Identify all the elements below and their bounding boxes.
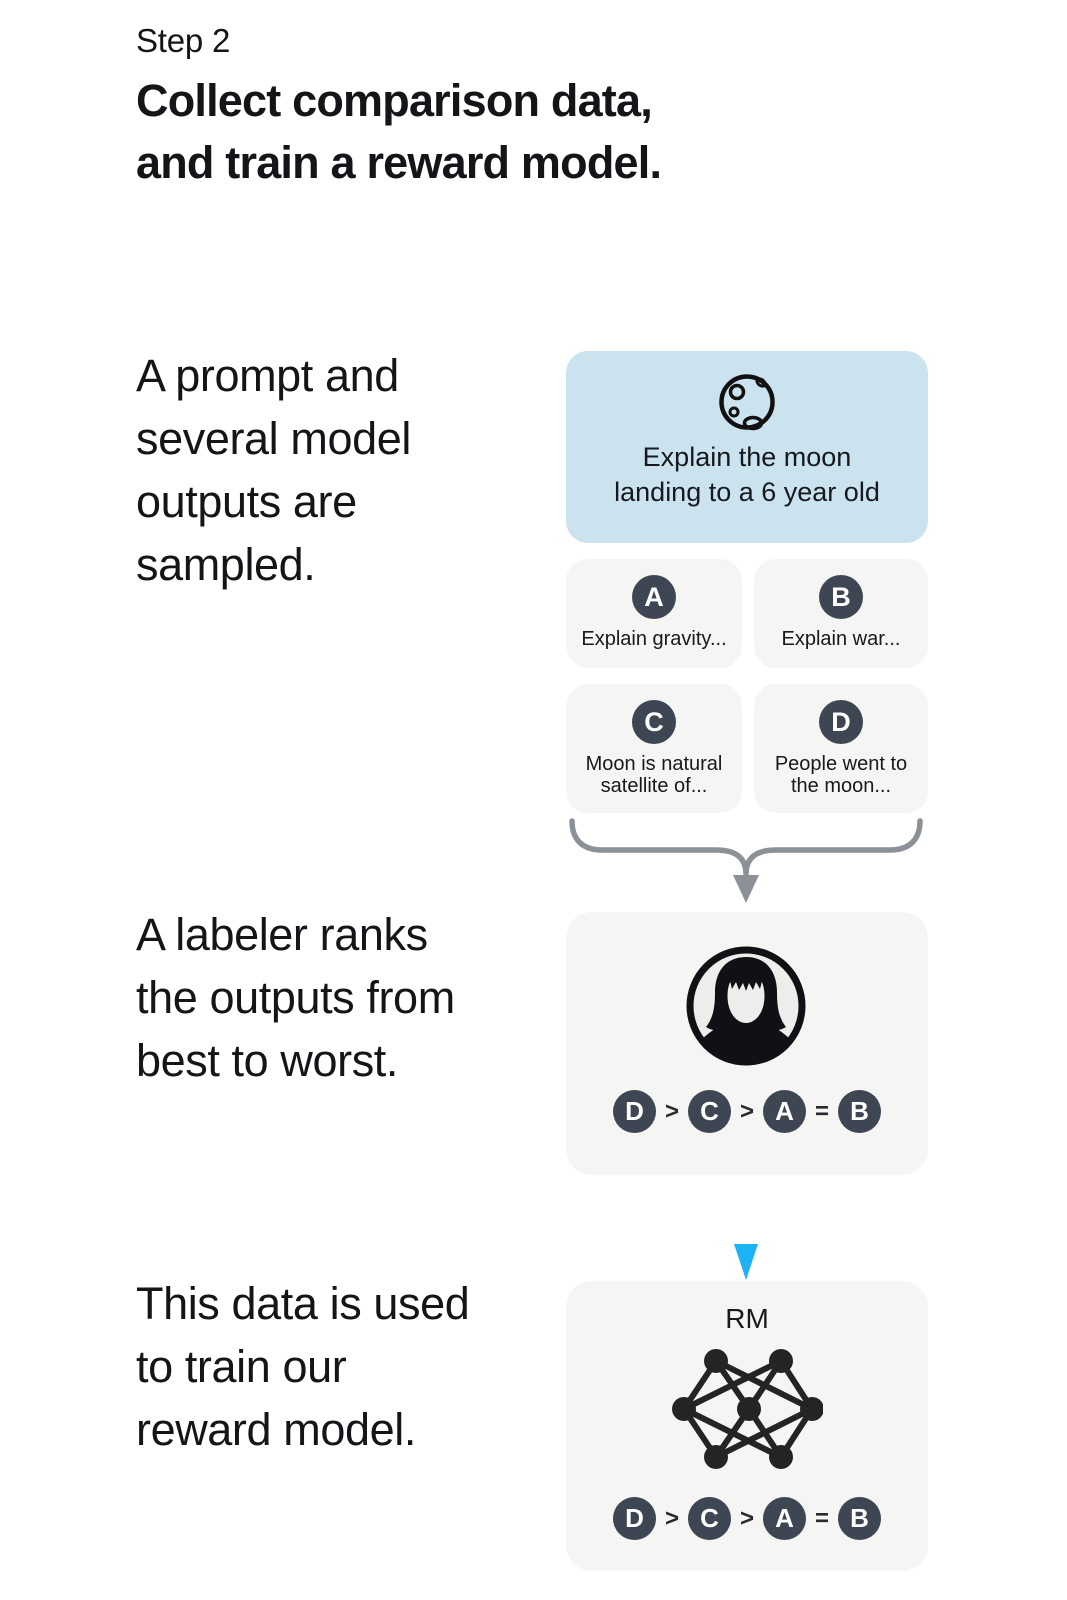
rank-chip: A bbox=[763, 1090, 806, 1133]
reward-model-label: RM bbox=[725, 1303, 769, 1334]
output-text-b: Explain war... bbox=[781, 628, 901, 650]
rank-chip: B bbox=[838, 1090, 882, 1133]
output-chip-d: D bbox=[819, 700, 863, 744]
down-arrow-icon bbox=[734, 1178, 758, 1280]
output-chip-c: C bbox=[632, 700, 676, 744]
rank-operator: > bbox=[739, 1504, 754, 1532]
prompt-text: Explain the moon landing to a 6 year old bbox=[614, 442, 880, 507]
caption-trained: This data is used to train our reward mo… bbox=[136, 1278, 470, 1455]
output-card-b: B Explain war... bbox=[754, 559, 928, 668]
prompt-card: Explain the moon landing to a 6 year old bbox=[566, 351, 928, 543]
rank-operator: > bbox=[739, 1097, 754, 1125]
output-card-a: A Explain gravity... bbox=[566, 559, 742, 668]
merge-bracket-icon bbox=[569, 818, 923, 903]
rank-chip: C bbox=[687, 1497, 731, 1540]
moon-icon bbox=[719, 374, 775, 431]
rank-operator: > bbox=[664, 1097, 679, 1125]
output-chip-b: B bbox=[819, 575, 863, 619]
rank-operator: > bbox=[664, 1504, 679, 1532]
rank-chip: D bbox=[612, 1497, 656, 1540]
caption-sampled: A prompt and several model outputs are s… bbox=[136, 350, 411, 590]
step-label: Step 2 bbox=[136, 22, 231, 59]
ranking-row-rm: D > C > A = B bbox=[566, 1497, 928, 1540]
rank-operator: = bbox=[815, 1097, 830, 1125]
output-text-c: Moon is natural satellite of... bbox=[585, 753, 723, 797]
rank-chip: C bbox=[687, 1090, 731, 1133]
output-text-d: People went to the moon... bbox=[774, 753, 908, 797]
neural-network-icon bbox=[672, 1349, 823, 1469]
rank-operator: = bbox=[815, 1504, 830, 1532]
caption-ranked: A labeler ranks the outputs from best to… bbox=[136, 909, 455, 1086]
labeler-avatar-icon bbox=[686, 946, 806, 1066]
rank-chip: D bbox=[612, 1090, 656, 1133]
output-text-a: Explain gravity... bbox=[581, 628, 727, 650]
page-title: Collect comparison data, and train a rew… bbox=[136, 75, 662, 188]
output-card-c: C Moon is natural satellite of... bbox=[566, 684, 742, 813]
ranking-row-labeler: D > C > A = B bbox=[566, 1090, 928, 1133]
rank-chip: B bbox=[838, 1497, 882, 1540]
output-chip-a: A bbox=[632, 575, 676, 619]
output-card-d: D People went to the moon... bbox=[754, 684, 928, 813]
rank-chip: A bbox=[763, 1497, 806, 1540]
